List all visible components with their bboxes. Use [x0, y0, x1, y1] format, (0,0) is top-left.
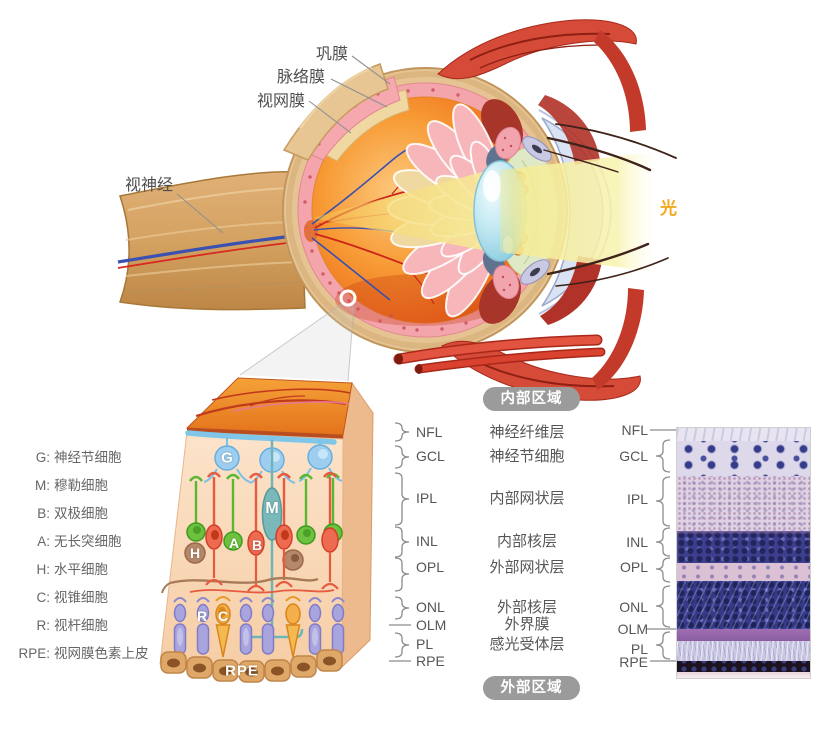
histo-band-ipl [677, 476, 810, 531]
legend-item: C:视锥细胞 [36, 590, 109, 605]
retina-schematic [159, 377, 374, 683]
muller-cell [250, 440, 304, 639]
outer-region-badge: 外部区域 [483, 676, 580, 700]
layer-abbr-nfl: NFL [416, 424, 443, 440]
lash-fibres [543, 123, 677, 287]
histo-abbr-inl: INL [626, 534, 648, 550]
marker-rpe-layer: RPE [225, 662, 259, 680]
label-optic-nerve: 视神经 [125, 177, 174, 194]
histo-band-pl [677, 641, 810, 661]
marker-horizontal-cell: H [189, 545, 201, 561]
label-choroid: 脉络膜 [277, 69, 326, 86]
rod-cells [173, 597, 345, 655]
layer-abbr-opl: OPL [416, 559, 445, 575]
marker-cone-cell: C [217, 608, 229, 624]
histo-abbr-opl: OPL [619, 559, 648, 575]
layer-braces-middle [389, 422, 411, 662]
marker-muller-cell: M [265, 500, 279, 517]
histo-abbr-ipl: IPL [626, 491, 648, 507]
layer-braces-right [646, 429, 678, 662]
layer-cn-gcl: 神经节细胞 [489, 448, 565, 465]
legend-item: M:穆勒细胞 [35, 478, 108, 493]
legend-item: B:双极细胞 [37, 506, 108, 521]
eye-muscles [437, 19, 646, 401]
layer-cn-ipl: 内部网状层 [489, 490, 565, 507]
histo-band-inl [677, 531, 810, 563]
magnifier-circle [339, 289, 357, 307]
layer-abbr-inl: INL [416, 533, 438, 549]
layer-abbr-pl: PL [416, 636, 434, 652]
histo-abbr-gcl: GCL [619, 448, 648, 464]
histo-band-rpe [677, 661, 810, 672]
legend-item: G:神经节细胞 [35, 450, 122, 465]
light-beam-outer [500, 152, 656, 272]
marker-bipolar-cell: B [251, 537, 263, 553]
leader-lines [176, 55, 391, 234]
legend-item: R:视杆细胞 [36, 618, 109, 633]
histo-abbr-pl: PL [630, 641, 648, 657]
legend-item: A:无长突细胞 [37, 534, 122, 549]
histo-band-base [677, 672, 810, 678]
legend-item: RPE:视网膜色素上皮 [18, 646, 149, 661]
ganglion-cells [214, 444, 333, 473]
layer-cn-onl: 外部核层 [496, 599, 557, 616]
layer-abbr-ipl: IPL [416, 490, 438, 506]
histology-image [676, 427, 811, 679]
layer-abbr-onl: ONL [416, 599, 445, 615]
magnifier-wedge [239, 289, 357, 382]
blood-vessels-bottom [393, 334, 606, 374]
legend-item: H:水平细胞 [36, 562, 109, 577]
layer-abbr-olm: OLM [416, 617, 447, 633]
light-beam-inner [312, 172, 482, 250]
marker-rod-cell: R [196, 608, 208, 624]
inner-region-badge: 内部区域 [483, 387, 580, 411]
histo-abbr-olm: OLM [617, 621, 648, 637]
layer-cn-inl: 内部核层 [496, 533, 557, 550]
histo-abbr-onl: ONL [619, 599, 648, 615]
label-retina: 视网膜 [257, 93, 306, 110]
histo-band-olm [677, 629, 810, 641]
histo-band-nfl [677, 428, 810, 441]
layer-cn-opl: 外部网状层 [489, 559, 565, 576]
histo-band-opl [677, 563, 810, 581]
cutaway-layers [282, 63, 410, 162]
histo-band-onl [677, 581, 810, 629]
marker-ganglion-cell: G [221, 449, 233, 467]
histo-abbr-nfl: NFL [621, 422, 648, 438]
layer-cn-nfl: 神经纤维层 [489, 424, 565, 441]
label-sclera: 巩膜 [316, 46, 349, 63]
histo-band-gcl [677, 441, 810, 476]
histo-abbr-rpe: RPE [619, 654, 648, 670]
marker-amacrine-cell: A [228, 535, 240, 551]
label-light: 光 [660, 199, 679, 218]
eyeball-illustration [117, 19, 677, 401]
cone-cells [215, 596, 301, 658]
layer-abbr-rpe: RPE [416, 653, 445, 669]
layer-cn-pl: 感光受体层 [489, 636, 565, 653]
choroid-dots [303, 88, 468, 332]
cell-legend: G:神经节细胞 M:穆勒细胞 B:双极细胞 A:无长突细胞 H:水平细胞 C:视… [4, 444, 162, 668]
layer-cn-olm: 外界膜 [504, 616, 550, 633]
nfl-vessels [195, 388, 351, 418]
layer-abbr-gcl: GCL [416, 448, 445, 464]
